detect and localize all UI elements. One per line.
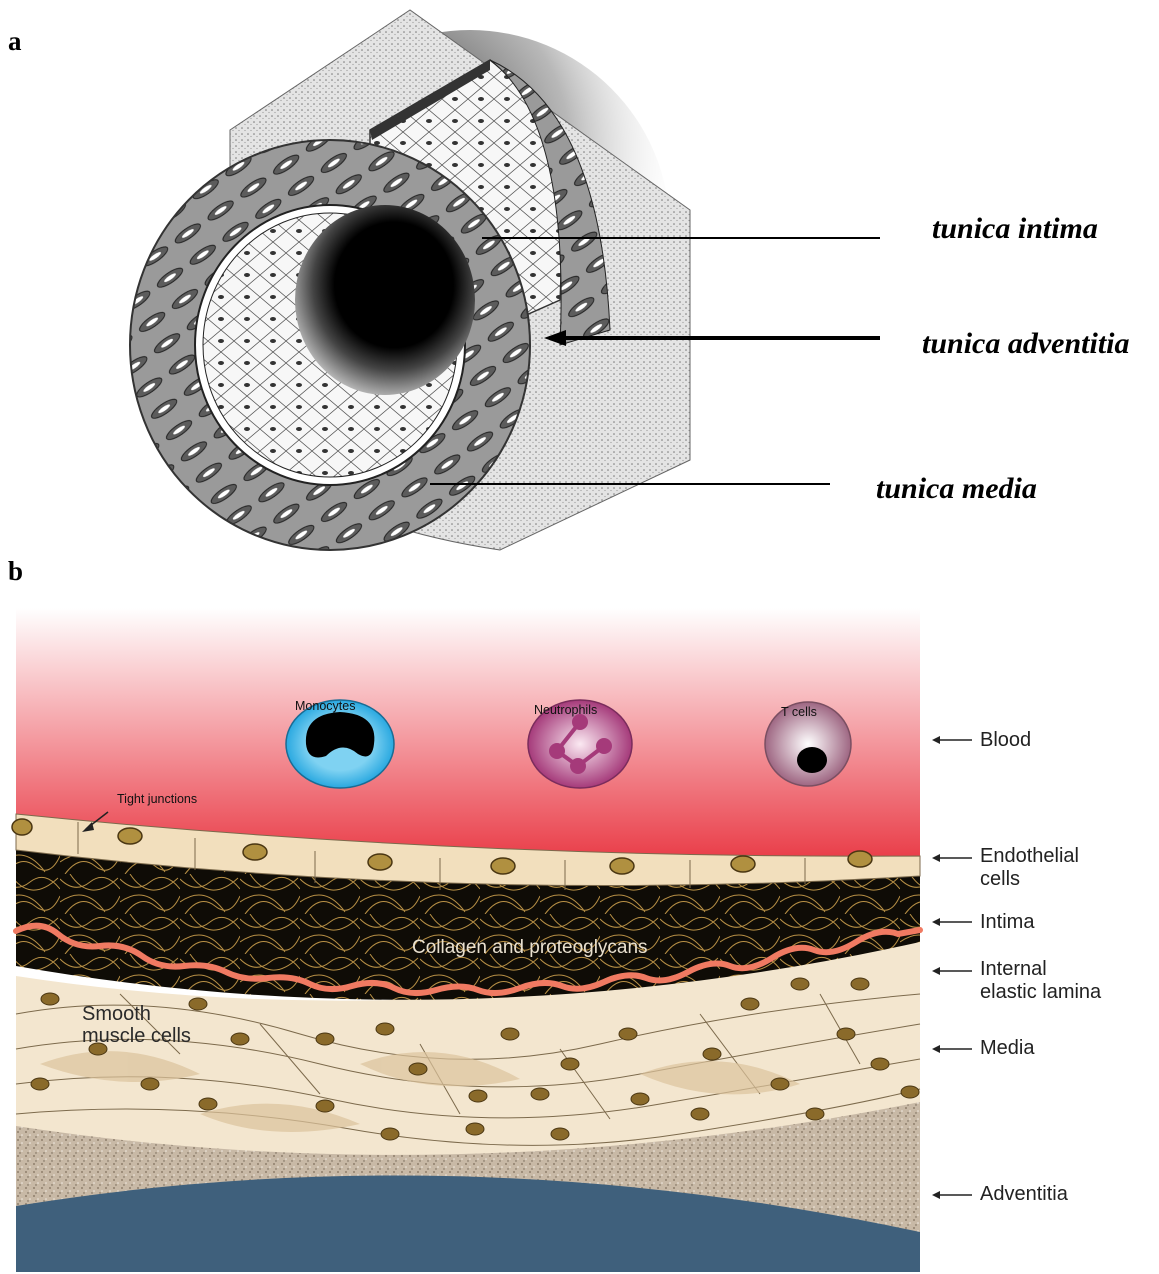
arrow-endothelial	[932, 853, 976, 863]
arrow-media	[932, 1044, 976, 1054]
label-blood: Blood	[980, 729, 1031, 752]
label-tunica-media: tunica media	[876, 472, 1037, 506]
panel-b-letter: b	[8, 556, 23, 587]
monocyte	[286, 700, 394, 788]
label-monocytes: Monocytes	[295, 699, 355, 713]
label-media: Media	[980, 1037, 1034, 1060]
label-neutrophils: Neutrophils	[534, 703, 597, 717]
vessel-wall-layers	[0, 594, 1159, 1274]
label-collagen: Collagen and proteoglycans	[412, 937, 648, 959]
label-internal-elastic-lamina: Internal elastic lamina	[980, 958, 1101, 1004]
label-intima: Intima	[980, 911, 1034, 934]
label-tcells: T cells	[781, 705, 817, 719]
arrow-iel	[932, 966, 976, 976]
label-tight-junctions: Tight junctions	[117, 792, 197, 806]
label-endothelial-cells: Endothelial cells	[980, 845, 1079, 891]
label-smooth-muscle: Smooth muscle cells	[82, 1003, 191, 1047]
arrow-adventitia	[932, 1190, 976, 1200]
arrow-blood	[932, 735, 976, 745]
arrow-intima	[932, 917, 976, 927]
label-tunica-adventitia: tunica adventitia	[922, 327, 1130, 361]
label-tunica-intima: tunica intima	[932, 212, 1098, 246]
label-adventitia: Adventitia	[980, 1183, 1068, 1206]
